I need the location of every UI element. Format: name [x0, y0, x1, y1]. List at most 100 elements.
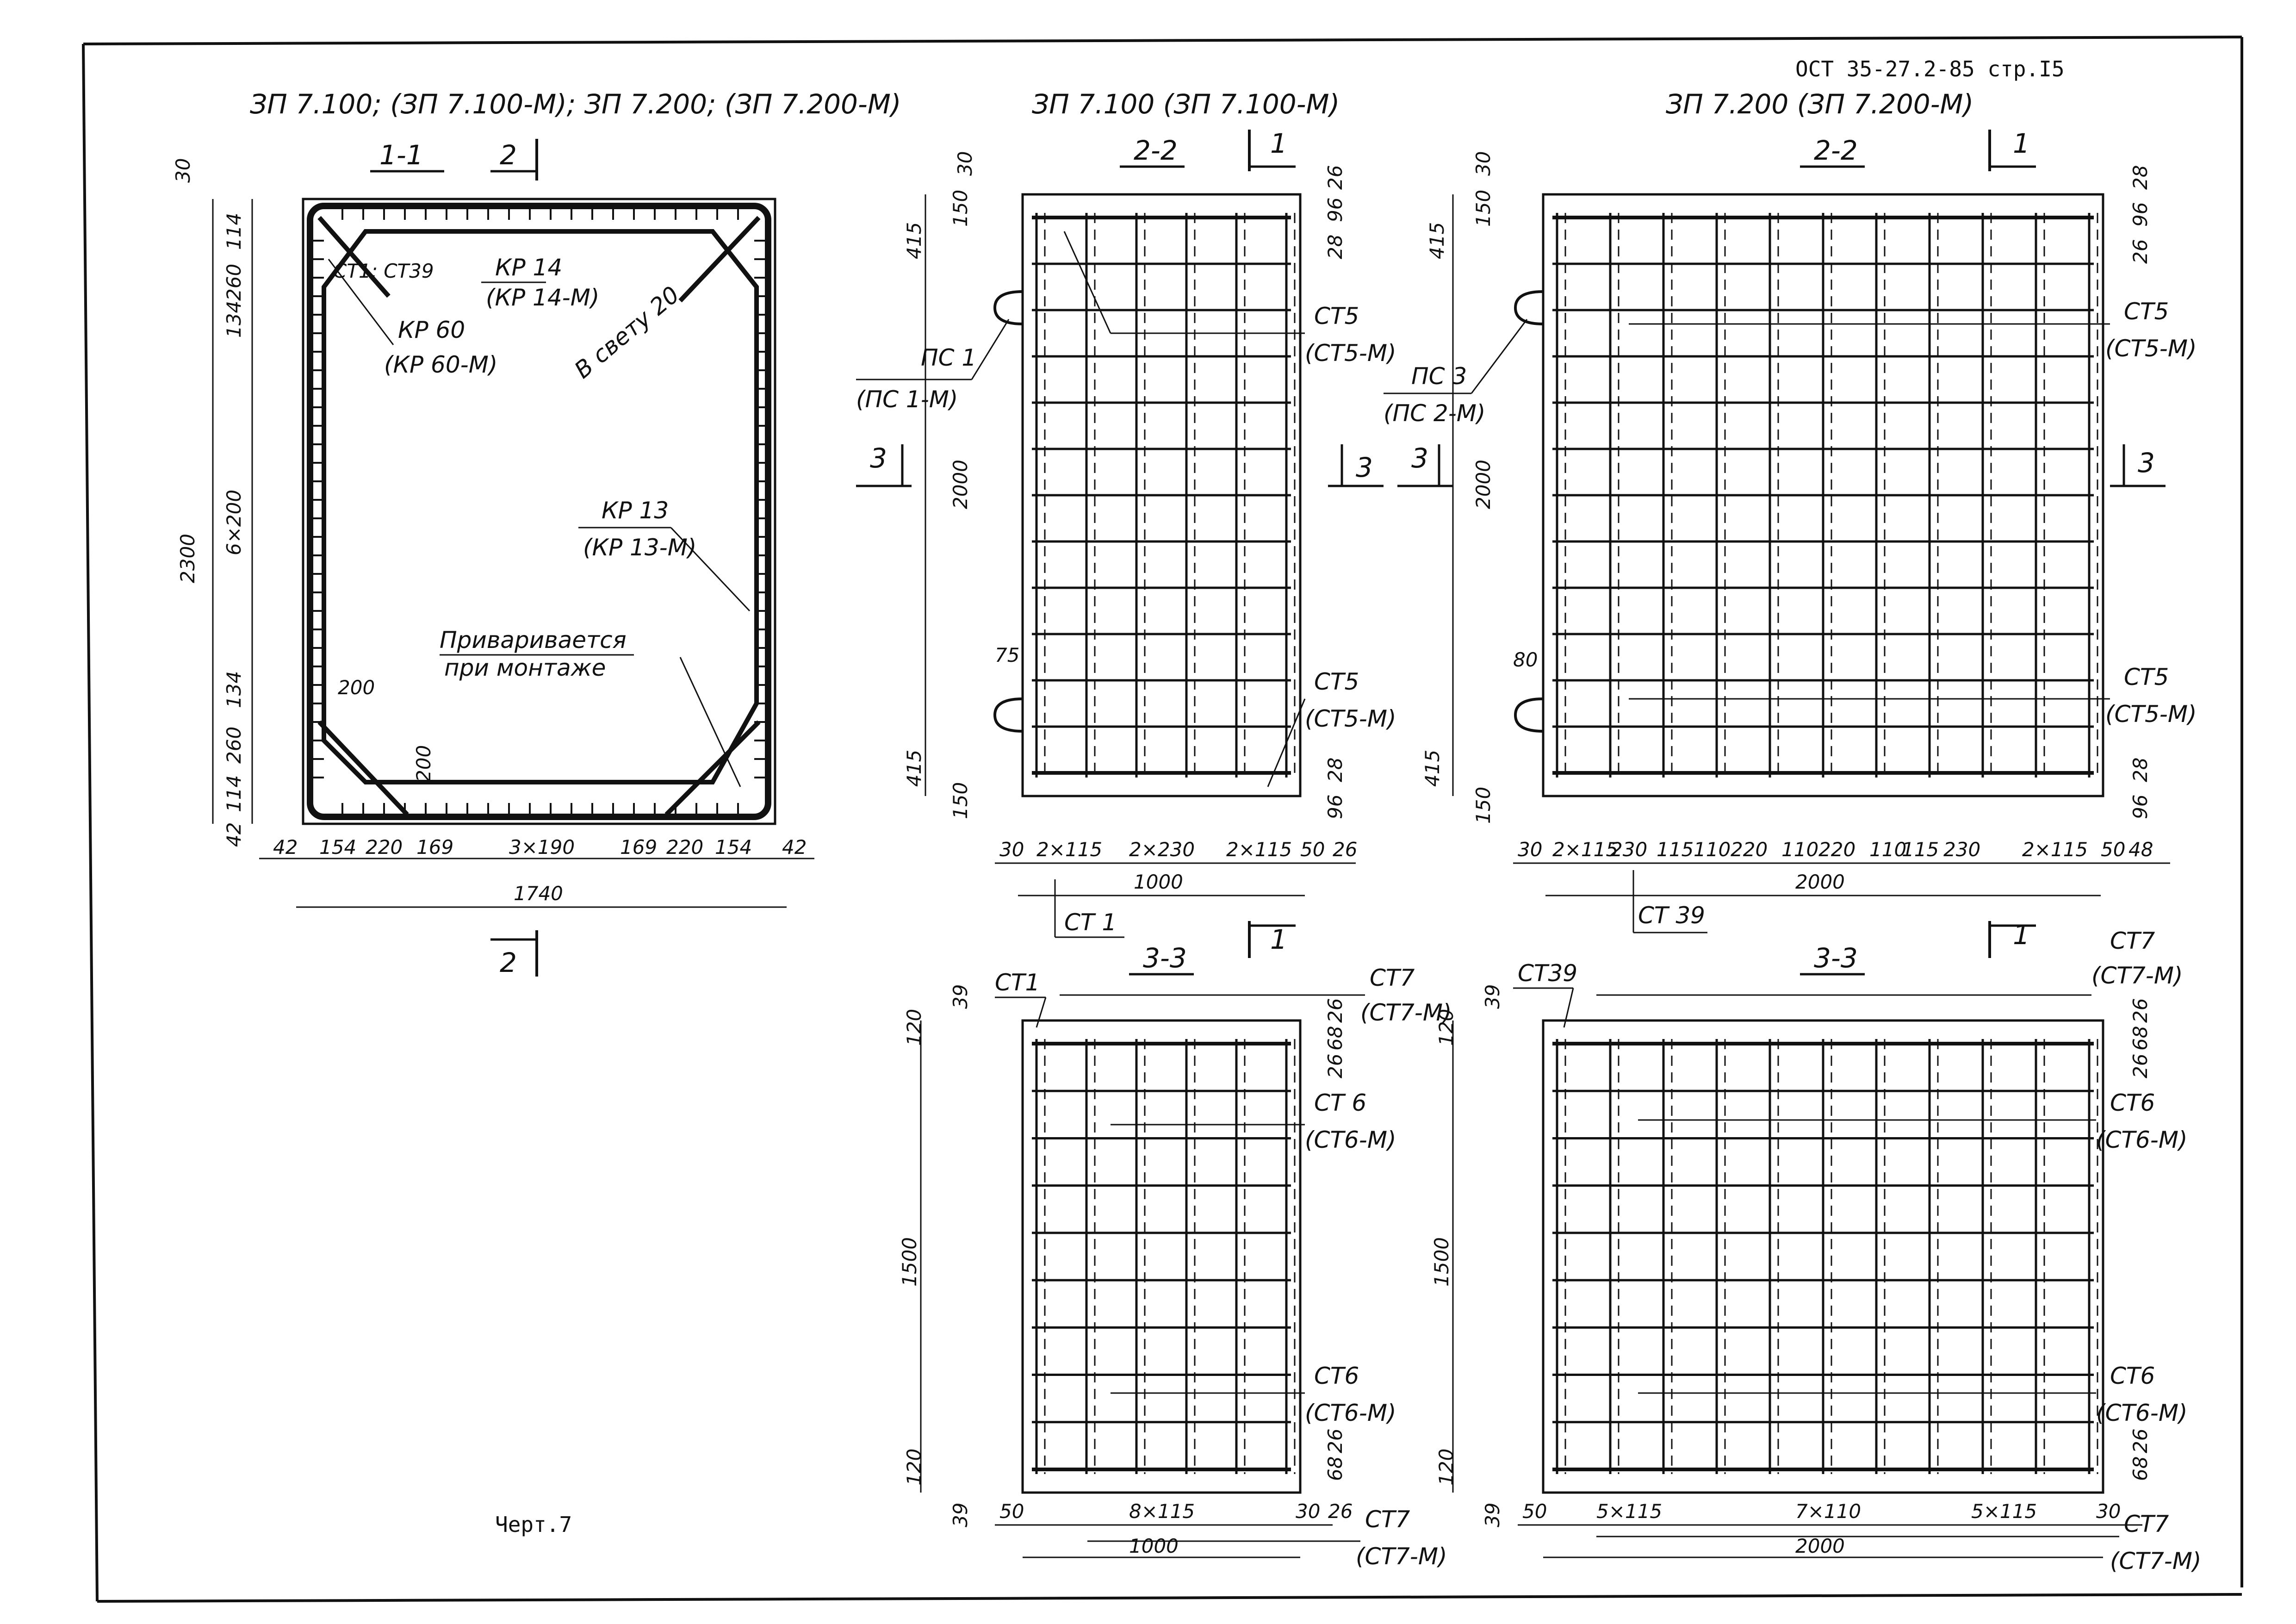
dim-a-2300: 2300 — [176, 534, 199, 583]
callout-ps1m: (ПС 1-М) — [856, 386, 958, 413]
dim-b-2000: 2000 — [949, 460, 972, 509]
dim-c-b2000: 2000 — [1795, 871, 1845, 893]
dim-b-r26-top: 26 — [1324, 165, 1347, 190]
dim-d-1500: 1500 — [898, 1237, 921, 1287]
arrow-3-left-c: 3 — [1411, 442, 1428, 474]
dim-a-b169-left: 169 — [416, 836, 453, 859]
dim-c-415-bottom: 415 — [1421, 750, 1444, 787]
dim-a-200-horizontal: 200 — [338, 676, 375, 699]
wall-outline-c — [1542, 193, 2104, 797]
wall-outline-b — [1021, 193, 1302, 797]
callout-ps2m: (ПС 2-М) — [1384, 400, 1485, 427]
dim-b-b2x230: 2×230 — [1129, 838, 1195, 861]
callout-st1-st39: СТ1; СТ39 — [333, 260, 434, 282]
dim-b-b2x115-left: 2×115 — [1036, 838, 1102, 861]
callout-st7m-top-d: (СТ7-М) — [1360, 999, 1452, 1026]
dim-c-b115-left: 115 — [1657, 838, 1694, 861]
panel-c-title: ЗП 7.200 (ЗП 7.200-М) — [1666, 88, 1973, 120]
dim-d-39-top: 39 — [949, 984, 972, 1009]
dim-c-b220-b: 220 — [1818, 838, 1855, 861]
dim-d-r26-c: 26 — [1324, 1429, 1347, 1453]
dim-c-b110-b: 110 — [1781, 838, 1818, 861]
panel-section-1-1: ЗП 7.100; (ЗП 7.100-М); ЗП 7.200; (ЗП 7.… — [172, 88, 901, 978]
dim-a-b220-right: 220 — [666, 836, 703, 859]
lifting-loop-top-b — [993, 290, 1023, 325]
cut-mark-1-bottom-b: 1 — [1270, 924, 1287, 955]
dim-d-120-bottom: 120 — [903, 1449, 925, 1486]
dim-e-r68-b: 68 — [2129, 1456, 2152, 1481]
dim-b-r96-top: 96 — [1324, 198, 1347, 222]
dim-a-6x200: 6×200 — [223, 490, 245, 555]
callout-st6-top-e: СТ6 — [2110, 1089, 2155, 1116]
cut-mark-bottom: 2 — [500, 947, 517, 978]
callout-st1-d: СТ1 — [995, 969, 1040, 996]
dim-b-b1000: 1000 — [1134, 871, 1183, 893]
section-label-2-2-b: 2-2 — [1134, 135, 1178, 166]
panel-section-3-3-200: 3-3 СТ39 СТ7 (СТ7-М) СТ6 (СТ6-М) СТ6 (СТ… — [1430, 927, 2201, 1574]
dim-a-134-top: 134 — [223, 301, 245, 338]
dim-d-b26: 26 — [1328, 1500, 1353, 1523]
dim-a-114-bottom: 114 — [223, 775, 245, 812]
dim-a-b1740: 1740 — [514, 882, 563, 905]
dim-e-1500: 1500 — [1430, 1237, 1453, 1287]
panel-section-2-2-100: ЗП 7.100 (ЗП 7.100-М) 2-2 1 ПС 1 (ПС 1-М… — [856, 88, 1396, 958]
dim-c-b110-a: 110 — [1694, 838, 1731, 861]
dim-d-120-top: 120 — [903, 1009, 925, 1046]
callout-kp14m: (КР 14-М) — [486, 284, 599, 311]
dim-b-b30: 30 — [999, 838, 1024, 861]
sheet-frame — [82, 36, 2243, 1603]
dim-d-b50: 50 — [999, 1500, 1024, 1523]
dim-c-b2x115-left: 2×115 — [1552, 838, 1618, 861]
callout-st6-bottom-e: СТ6 — [2110, 1363, 2155, 1389]
dim-b-415-bottom: 415 — [903, 750, 925, 787]
dim-d-r68-a: 68 — [1324, 1026, 1347, 1051]
callout-st7m-bottom-e: (СТ7-М) — [2110, 1548, 2201, 1574]
dim-b-r28-bottom: 28 — [1324, 758, 1347, 782]
cut-mark-1-top-b: 1 — [1270, 128, 1287, 159]
dim-d-r26-b: 26 — [1324, 1054, 1347, 1078]
callout-st7-top-e: СТ7 — [2110, 927, 2155, 954]
dim-b-415-top: 415 — [903, 222, 925, 259]
ring-outer-contour — [302, 198, 776, 825]
wall-outline-e — [1542, 1019, 2104, 1494]
dim-c-r28-bottom: 28 — [2129, 758, 2152, 782]
callout-st6-bottom-d: СТ6 — [1314, 1363, 1359, 1389]
callout-st7-bottom-e: СТ7 — [2124, 1511, 2169, 1537]
callout-st39-e: СТ39 — [1518, 960, 1577, 987]
panel-section-3-3-100: 3-3 СТ1 СТ7 (СТ7-М) СТ 6 (СТ6-М) СТ6 (СТ… — [898, 942, 1452, 1570]
dim-a-30: 30 — [172, 158, 194, 183]
dim-b-150-top: 150 — [949, 190, 972, 227]
dim-c-b30: 30 — [1518, 838, 1542, 861]
callout-st5m-bottom-c: (СТ5-М) — [2105, 701, 2197, 728]
lifting-loop-bottom-b — [993, 697, 1023, 733]
dim-a-134-bottom: 134 — [223, 671, 245, 708]
callout-st5-bottom-c: СТ5 — [2124, 664, 2169, 691]
callout-kp60m: (КР 60-М) — [384, 351, 497, 378]
dim-b-b26: 26 — [1333, 838, 1357, 861]
panel-b-title: ЗП 7.100 (ЗП 7.100-М) — [1032, 88, 1340, 120]
callout-st7m-bottom-d: (СТ7-М) — [1356, 1543, 1447, 1570]
dim-c-b230-left: 230 — [1610, 838, 1647, 861]
dim-c-415-top: 415 — [1426, 222, 1448, 259]
dim-b-r28-top: 28 — [1324, 235, 1347, 259]
arrow-3-right-c: 3 — [2138, 447, 2155, 479]
callout-st5-bottom-b: СТ5 — [1314, 668, 1359, 695]
dim-c-150-top: 150 — [1472, 190, 1495, 227]
mesh-grid-d — [1032, 1039, 1296, 1474]
callout-kp60: КР 60 — [398, 317, 465, 343]
dim-b-b2x115-right: 2×115 — [1226, 838, 1292, 861]
dim-c-r26-top: 26 — [2129, 239, 2152, 264]
dim-e-r26-c: 26 — [2129, 1429, 2152, 1453]
dim-c-b2x115-right: 2×115 — [2022, 838, 2088, 861]
callout-st1-bottom: СТ 1 — [1064, 909, 1117, 936]
mesh-grid-c — [1552, 213, 2098, 778]
dim-e-b7x110: 7×110 — [1795, 1500, 1861, 1523]
dim-b-30: 30 — [954, 151, 976, 176]
dim-c-b110-c: 110 — [1869, 838, 1906, 861]
dim-a-b154-left: 154 — [319, 836, 356, 859]
dim-a-b154-right: 154 — [715, 836, 752, 859]
dim-a-200-vertical: 200 — [412, 745, 435, 782]
mesh-grid-e — [1552, 1039, 2098, 1474]
dim-e-b50: 50 — [1522, 1500, 1547, 1523]
callout-st5-top-b: СТ5 — [1314, 303, 1359, 330]
